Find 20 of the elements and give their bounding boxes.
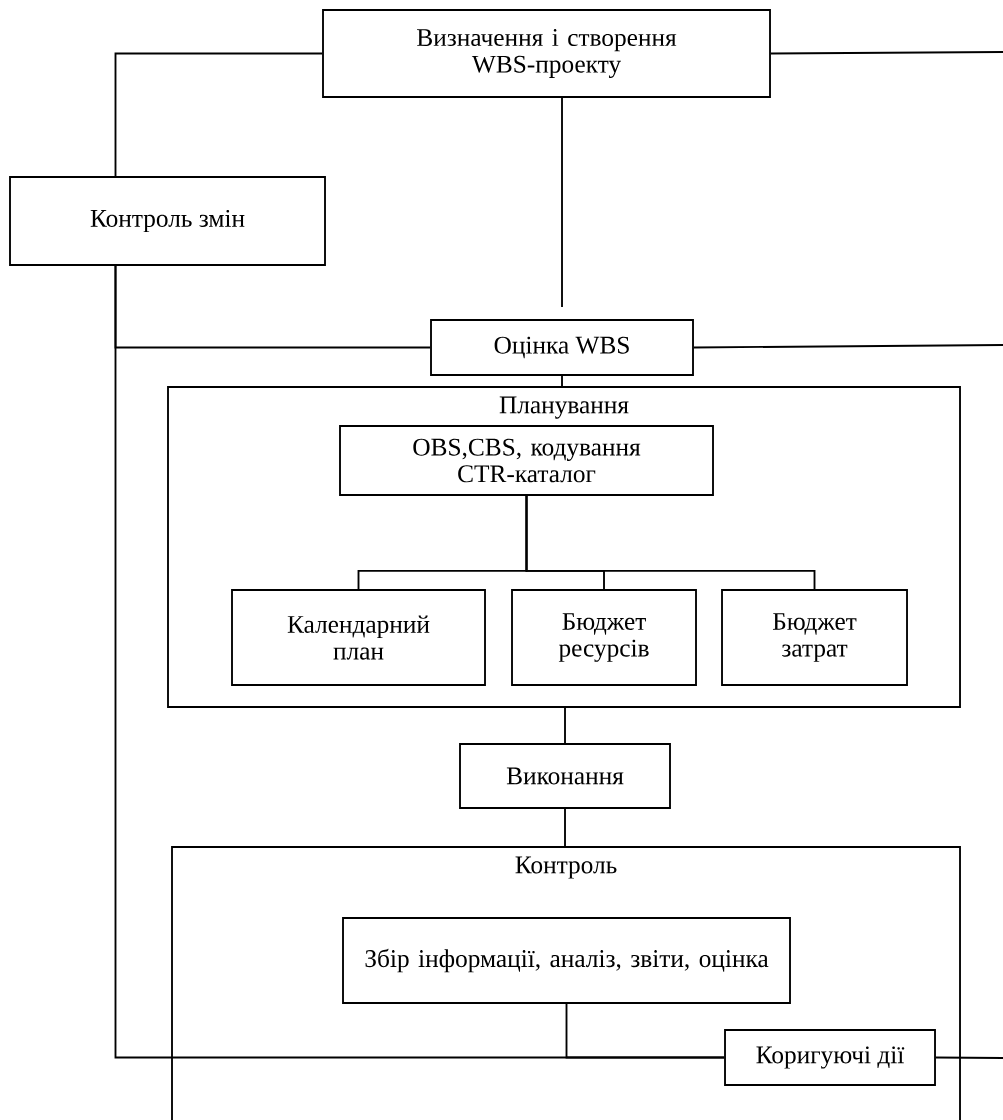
connector-line (561, 375, 563, 387)
process-box: Бюджет ресурсів (511, 589, 697, 686)
process-box: Оцінка WBS (430, 319, 694, 376)
process-box: Збір інформації, аналіз, звіти, оцінка (342, 917, 791, 1004)
process-box: OBS,CBS, кодування CTR-каталог (339, 425, 714, 496)
connector-line (935, 1056, 1003, 1059)
process-box: Контроль змін (9, 176, 326, 266)
connector-line (114, 52, 323, 177)
connector-line (564, 707, 566, 744)
process-box: Календарний план (231, 589, 486, 686)
connector-line (770, 51, 1003, 55)
process-box: Коригуючі дії (724, 1029, 936, 1086)
connector-line (561, 97, 563, 308)
connector-line (525, 495, 816, 590)
process-box: Виконання (459, 743, 671, 809)
connector-line (693, 344, 1003, 349)
connector-line (564, 808, 566, 847)
process-box: Визначення і створення WBS-проекту (322, 9, 771, 98)
connector-line (114, 265, 725, 1059)
process-box: Бюджет затрат (721, 589, 908, 686)
